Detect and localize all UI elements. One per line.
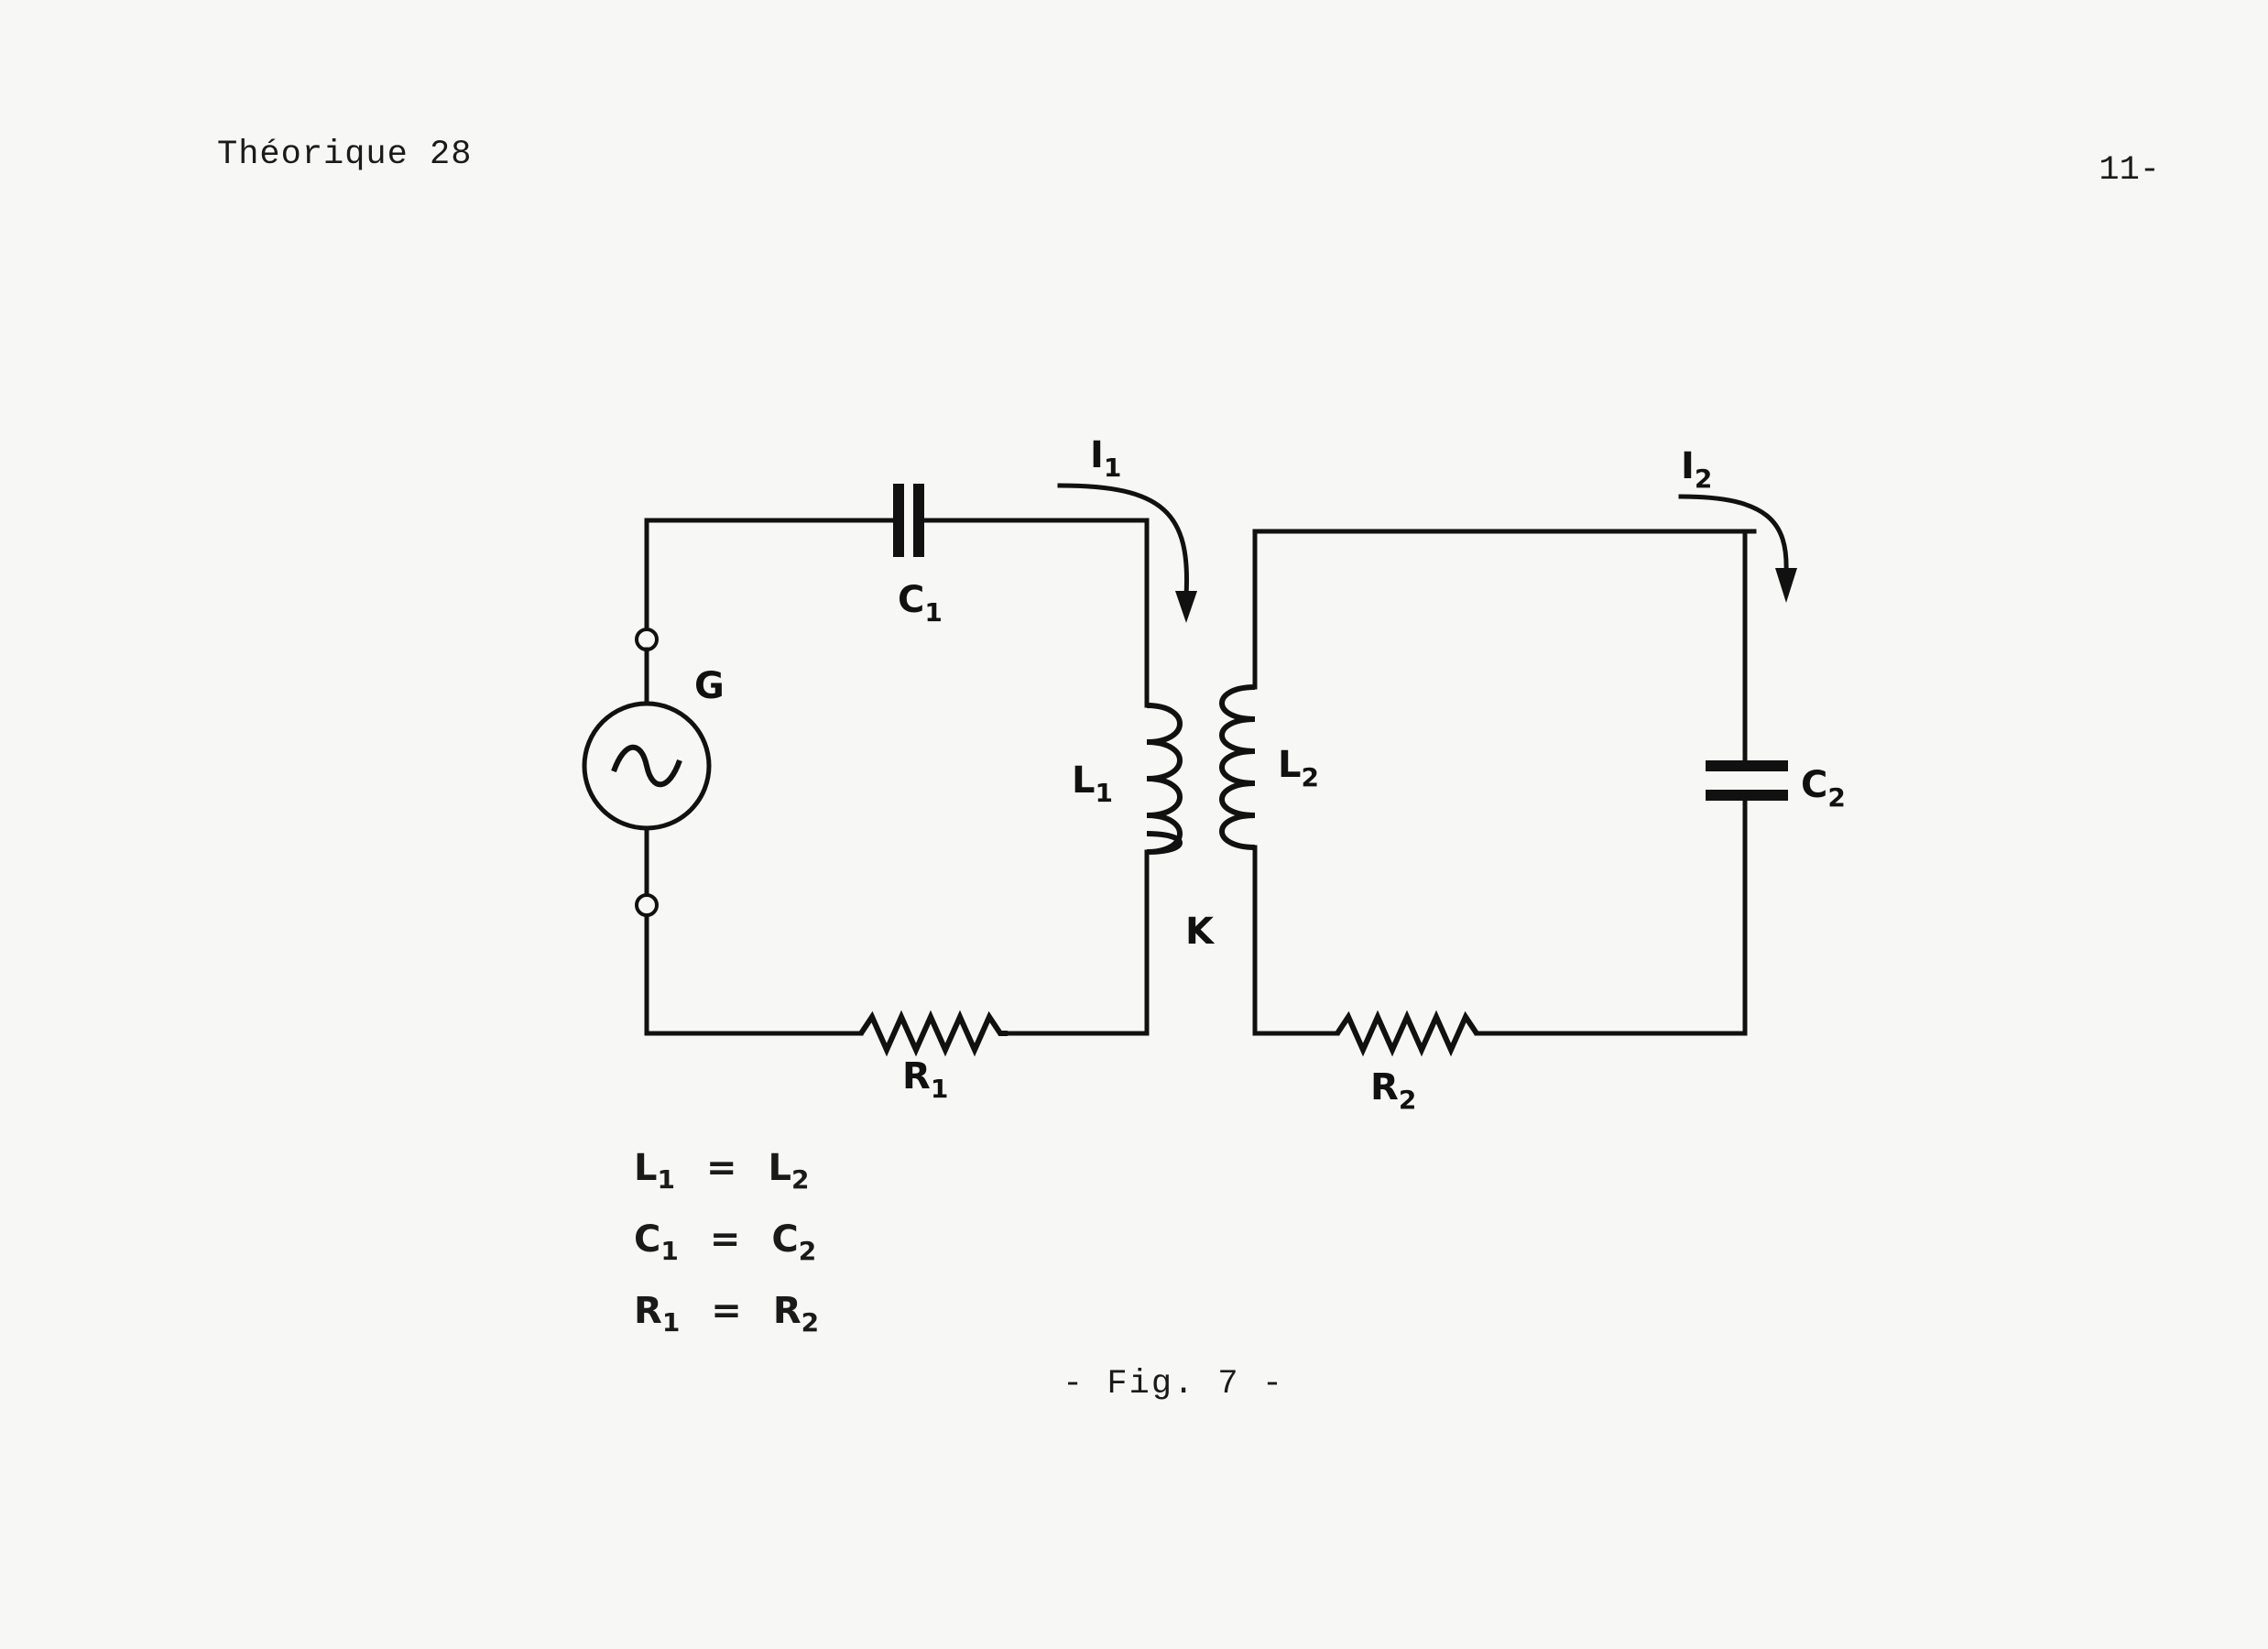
- ac-wave-icon: [611, 744, 682, 788]
- secondary-wire-top: [1252, 529, 1757, 690]
- g-label: G: [694, 665, 725, 707]
- i2-label: I2: [1681, 445, 1712, 494]
- c2-plate-bottom: [1706, 790, 1788, 801]
- i2-arrow-head-icon: [1775, 568, 1797, 603]
- c2-plate-top: [1706, 760, 1788, 771]
- primary-wire-bottom-left: [644, 913, 864, 1036]
- i2-arrow-line: [1678, 494, 1789, 575]
- primary-wire-right-bottom: [1005, 849, 1150, 1036]
- equation-c: C1 = C2: [634, 1218, 817, 1266]
- page-number: 11-: [2099, 151, 2160, 190]
- l1-label: L1: [1072, 759, 1113, 808]
- i1-arrow-head-icon: [1175, 591, 1197, 623]
- c1-plate-left: [893, 484, 904, 557]
- secondary-wire-left-bottom: [1252, 845, 1340, 1036]
- l2-label: L2: [1278, 744, 1319, 792]
- c1-label: C1: [898, 579, 943, 628]
- primary-circuit: [582, 483, 1197, 1057]
- l1-coil: [1146, 703, 1183, 855]
- primary-wire-top-right: [921, 518, 1150, 708]
- k-coupling-label: K: [1185, 911, 1216, 953]
- figure-caption: - Fig. 7 -: [1063, 1365, 1285, 1403]
- secondary-circuit: [1219, 494, 1797, 1057]
- equation-r: R1 = R2: [634, 1290, 820, 1338]
- header-title: Théorique 28: [217, 136, 473, 174]
- c1-plate-right: [913, 484, 924, 557]
- l2-coil: [1219, 684, 1256, 850]
- c2-label: C2: [1801, 764, 1846, 813]
- g-terminal-top: [635, 628, 659, 651]
- r2-label: R2: [1370, 1066, 1416, 1115]
- secondary-wire-bottom-right: [1474, 798, 1748, 1036]
- r1-resistor: [858, 1010, 1008, 1057]
- i1-label: I1: [1090, 434, 1121, 483]
- r1-label: R1: [902, 1055, 948, 1104]
- r2-resistor: [1335, 1010, 1479, 1057]
- g-terminal-bottom: [635, 893, 659, 917]
- i1-arrow-line: [1057, 483, 1190, 598]
- equation-l: L1 = L2: [634, 1147, 810, 1195]
